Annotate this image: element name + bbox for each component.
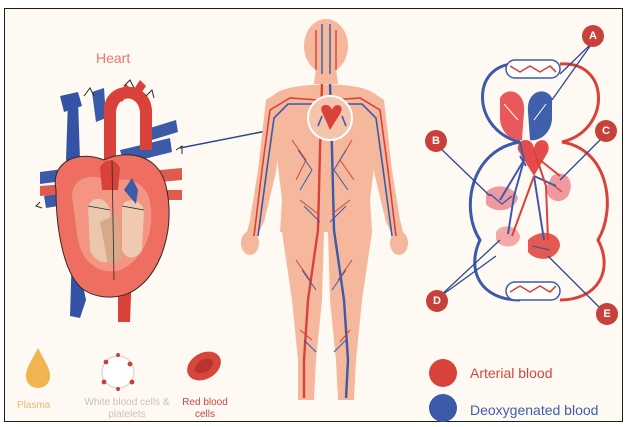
white-cells-label: White blood cells & platelets	[72, 397, 182, 420]
marker-e: E	[596, 303, 618, 325]
human-body-figure	[241, 19, 408, 400]
marker-c: C	[595, 120, 617, 142]
heart-title: Heart	[96, 50, 130, 66]
blood-components-icons	[26, 346, 226, 391]
red-cell-icon	[182, 346, 226, 387]
deoxygenated-legend-swatch	[429, 394, 457, 422]
heart-illustration	[36, 80, 182, 322]
circulation-schema	[470, 60, 607, 300]
plasma-label: Plasma	[17, 400, 50, 412]
deoxygenated-legend-label: Deoxygenated blood	[470, 402, 598, 418]
marker-a: A	[582, 25, 604, 47]
arterial-legend-swatch	[429, 359, 457, 387]
plasma-drop-icon	[26, 348, 50, 388]
arterial-legend-label: Arterial blood	[470, 365, 553, 381]
red-cells-label: Red blood cells	[172, 397, 238, 420]
white-cells-icon	[102, 353, 135, 391]
marker-d: D	[426, 290, 448, 312]
marker-b: B	[425, 130, 447, 152]
